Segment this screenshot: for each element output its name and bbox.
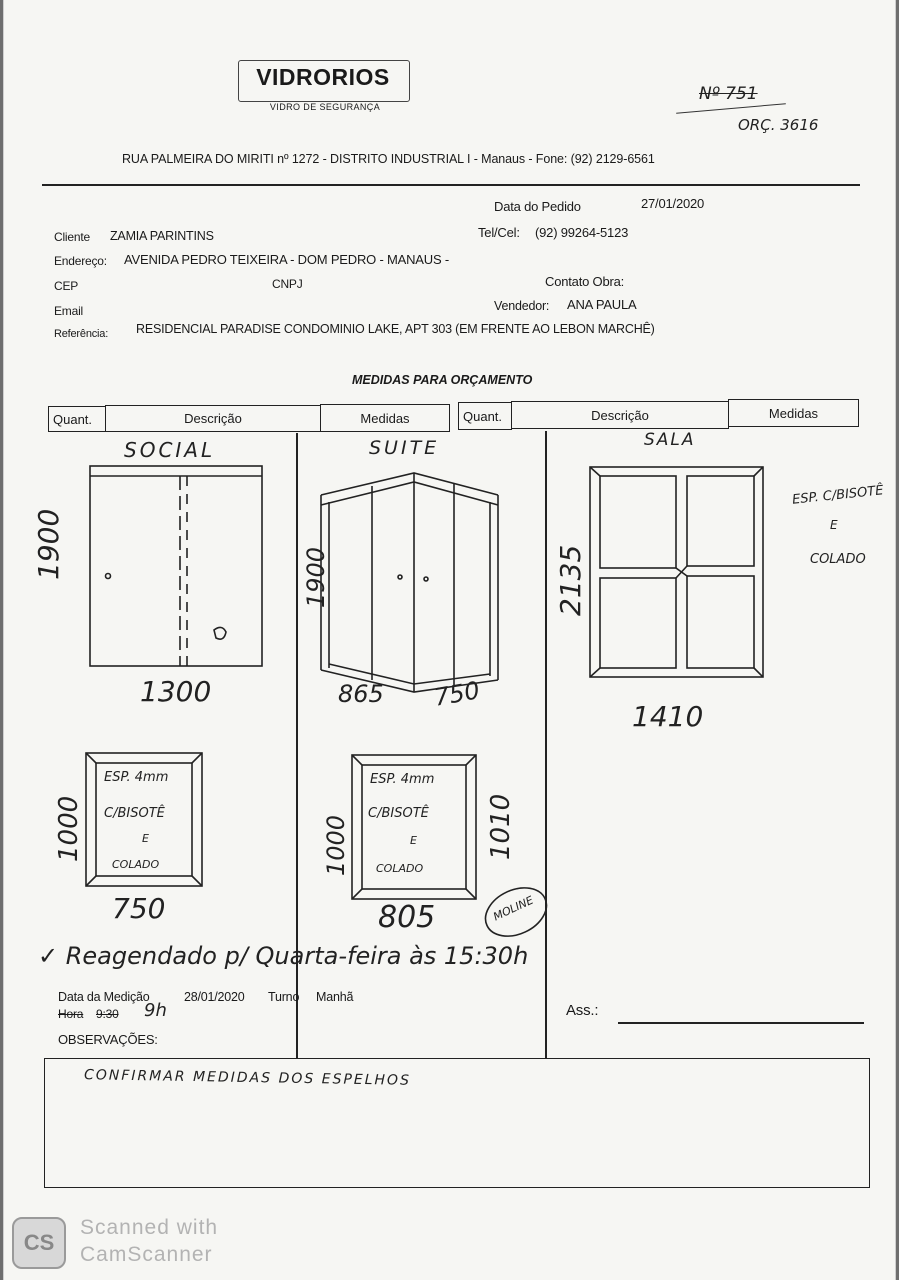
sala-note-3: COLADO	[810, 552, 866, 567]
col-left-measures: Medidas	[320, 404, 450, 432]
measure-date-label: Data da Medição	[58, 990, 150, 1004]
mirror1-note-1: ESP. 4mm	[104, 770, 169, 785]
shift-label: Turno	[268, 990, 300, 1004]
reference-value: RESIDENCIAL PARADISE CONDOMINIO LAKE, AP…	[136, 322, 655, 336]
client-label: Cliente	[54, 230, 90, 244]
document-sheet: VIDRORIOS VIDRO DE SEGURANÇA Nº 751 ORÇ.…	[4, 0, 895, 1280]
address-label: Endereço:	[54, 254, 107, 268]
scanned-with-text: Scanned with	[80, 1216, 219, 1239]
email-label: Email	[54, 304, 84, 318]
reschedule-note: ✓ Reagendado p/ Quarta-feira às 15:30h	[38, 942, 529, 970]
brand-logo	[238, 60, 410, 102]
phone-label: Tel/Cel:	[478, 225, 520, 240]
hour-label: Hora	[58, 1007, 84, 1021]
contact-label: Contato Obra:	[545, 274, 625, 289]
mirror1-note-4: COLADO	[112, 858, 160, 871]
suite-depth: 865	[338, 680, 384, 708]
column-divider-2	[545, 431, 547, 1058]
measure-date-value: 28/01/2020	[184, 990, 245, 1004]
brand-name: VIDRORIOS	[256, 64, 390, 90]
cep-label: CEP	[54, 279, 79, 293]
sala-height: 2135	[554, 544, 587, 616]
sketch-drawings	[85, 465, 764, 937]
hour-value: 9:30	[96, 1007, 119, 1021]
phone-value: (92) 99264-5123	[535, 225, 629, 240]
mirror2-height-right: 1010	[486, 793, 516, 860]
order-date-value: 27/01/2020	[641, 196, 705, 211]
hour-handwritten: 9h	[144, 1000, 167, 1021]
social-height: 1900	[32, 508, 65, 580]
mirror1-sketch	[85, 752, 203, 887]
camscanner-text: CamScanner	[80, 1243, 213, 1266]
header-divider	[42, 184, 860, 186]
observations-box[interactable]	[44, 1058, 870, 1188]
social-label: SOCIAL	[124, 438, 216, 462]
sala-width: 1410	[632, 700, 704, 733]
camscanner-logo: CS	[12, 1217, 66, 1269]
brand-tagline: VIDRO DE SEGURANÇA	[269, 102, 381, 112]
sala-note-2: E	[830, 518, 838, 532]
company-address: RUA PALMEIRA DO MIRITI nº 1272 - DISTRIT…	[122, 152, 655, 166]
observations-label: OBSERVAÇÕES:	[58, 1032, 158, 1047]
mirror2-note-2: C/BISOTÊ	[368, 806, 429, 821]
suite-height: 1900	[302, 546, 330, 608]
mirror1-note-2: C/BISOTÊ	[104, 806, 165, 821]
budget-ref: ORÇ. 3616	[738, 116, 819, 134]
col-right-measures: Medidas	[728, 399, 859, 427]
seller-value: ANA PAULA	[567, 297, 637, 312]
camscanner-logo-text: CS	[23, 1230, 55, 1255]
social-width: 1300	[140, 675, 212, 708]
client-value: ZAMIA PARINTINS	[110, 229, 214, 243]
mirror2-sketch	[351, 754, 477, 900]
mirror2-note-4: COLADO	[376, 862, 424, 875]
sala-label: SALA	[644, 430, 696, 450]
order-date-label: Data do Pedido	[494, 199, 581, 214]
mirror2-note-1: ESP. 4mm	[370, 772, 435, 787]
mirror2-width: 805	[378, 900, 436, 935]
sala-panel-sketch	[589, 466, 764, 678]
signature-label: Ass.:	[566, 1002, 599, 1019]
mirror1-width: 750	[112, 892, 166, 925]
suite-label: SUITE	[369, 437, 440, 459]
measurements-title: MEDIDAS PARA ORÇAMENTO	[352, 373, 533, 387]
mirror2-note-3: E	[410, 834, 417, 847]
suite-shower-sketch	[320, 472, 499, 693]
shift-value: Manhã	[316, 990, 354, 1004]
column-divider-1	[296, 433, 298, 1058]
signature-line[interactable]	[618, 1022, 864, 1024]
social-door-sketch	[89, 465, 263, 667]
cnpj-label: CNPJ	[272, 277, 303, 291]
address-value: AVENIDA PEDRO TEIXEIRA - DOM PEDRO - MAN…	[124, 252, 449, 267]
order-number: Nº 751	[699, 84, 758, 104]
mirror2-height-left: 1000	[322, 814, 350, 876]
reference-label: Referência:	[54, 328, 109, 340]
mirror1-note-3: E	[142, 832, 149, 845]
seller-label: Vendedor:	[494, 299, 550, 313]
mirror1-height: 1000	[54, 795, 84, 862]
